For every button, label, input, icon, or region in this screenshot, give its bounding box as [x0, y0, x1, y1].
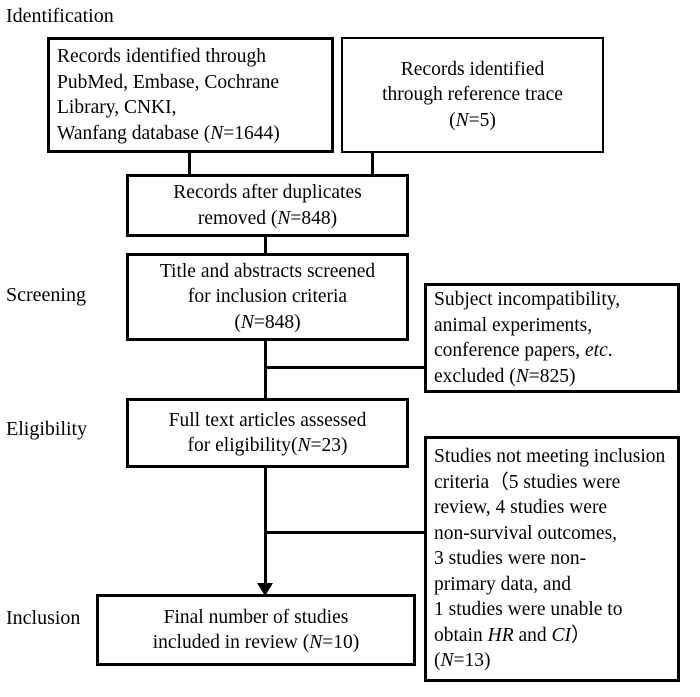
stage-label-inclusion: Inclusion [6, 607, 81, 629]
node-records-identified-reference: Records identified through reference tra… [341, 37, 604, 153]
node-excluded-eligibility: Studies not meeting inclusion criteria（5… [424, 436, 680, 682]
node-records-identified-databases: Records identified through PubMed, Embas… [47, 37, 334, 153]
node-line: Library, CNKI, [57, 97, 177, 118]
node-line: Subject incompatibility, [434, 289, 621, 310]
node-line-count: for eligibility(N=23) [187, 435, 348, 456]
node-line-count: (N=848) [234, 311, 301, 333]
node-line-count: removed (N=848) [197, 207, 338, 229]
stage-label-screening: Screening [6, 284, 86, 306]
node-line: through reference trace [382, 84, 563, 106]
node-excluded-screening: Subject incompatibility, animal experime… [424, 283, 680, 393]
connector-screening-to-fulltext [264, 341, 267, 398]
node-line: Records identified [400, 58, 545, 80]
node-line: PubMed, Embase, Cochrane [57, 71, 280, 93]
node-line: criteria（5 studies were [434, 471, 621, 493]
node-line: obtain HR and CI） [434, 624, 591, 646]
node-duplicates-removed: Records after duplicates removed (N=848) [126, 174, 409, 237]
stage-label-identification: Identification [6, 5, 114, 27]
node-line: 3 studies were non- [434, 548, 587, 570]
connector-screening-to-excluded [264, 366, 427, 369]
node-title-abstract-screened: Title and abstracts screened for inclusi… [126, 253, 409, 341]
node-line-count: excluded (N=825) [434, 365, 576, 387]
node-line: Final number of studies [163, 606, 349, 628]
node-line: review, 4 studies were [434, 497, 608, 519]
node-line: Records identified through [57, 46, 267, 67]
connector-databases-to-duplicates-vertical [188, 152, 191, 174]
arrowhead-into-final-box [257, 583, 273, 596]
node-fulltext-assessed: Full text articles assessed for eligibil… [126, 398, 409, 468]
node-line-count: (N=5) [449, 109, 496, 131]
node-line: primary data, and [434, 573, 571, 595]
connector-duplicates-to-screening [264, 237, 267, 253]
connector-fulltext-to-final [264, 468, 267, 589]
node-line-count: Wanfang database (N=1644) [57, 122, 280, 144]
node-line: Title and abstracts screened [159, 260, 376, 282]
node-line: Full text articles assessed [168, 409, 367, 431]
node-final-included: Final number of studies included in revi… [96, 594, 416, 666]
node-line-count: included in review (N=10) [152, 632, 360, 653]
node-line: Studies not meeting inclusion [434, 446, 666, 468]
node-line: non-survival outcomes, [434, 522, 618, 544]
node-line-count: (N=13) [434, 650, 491, 672]
node-line: 1 studies were unable to [434, 599, 623, 621]
node-line: conference papers, etc. [434, 340, 613, 361]
connector-reference-to-duplicates-vertical [371, 152, 374, 174]
node-line: for inclusion criteria [187, 286, 348, 308]
node-line: Records after duplicates [173, 182, 362, 203]
stage-label-eligibility: Eligibility [6, 418, 88, 440]
node-line: animal experiments, [434, 314, 593, 336]
connector-fulltext-to-excluded [264, 531, 427, 534]
